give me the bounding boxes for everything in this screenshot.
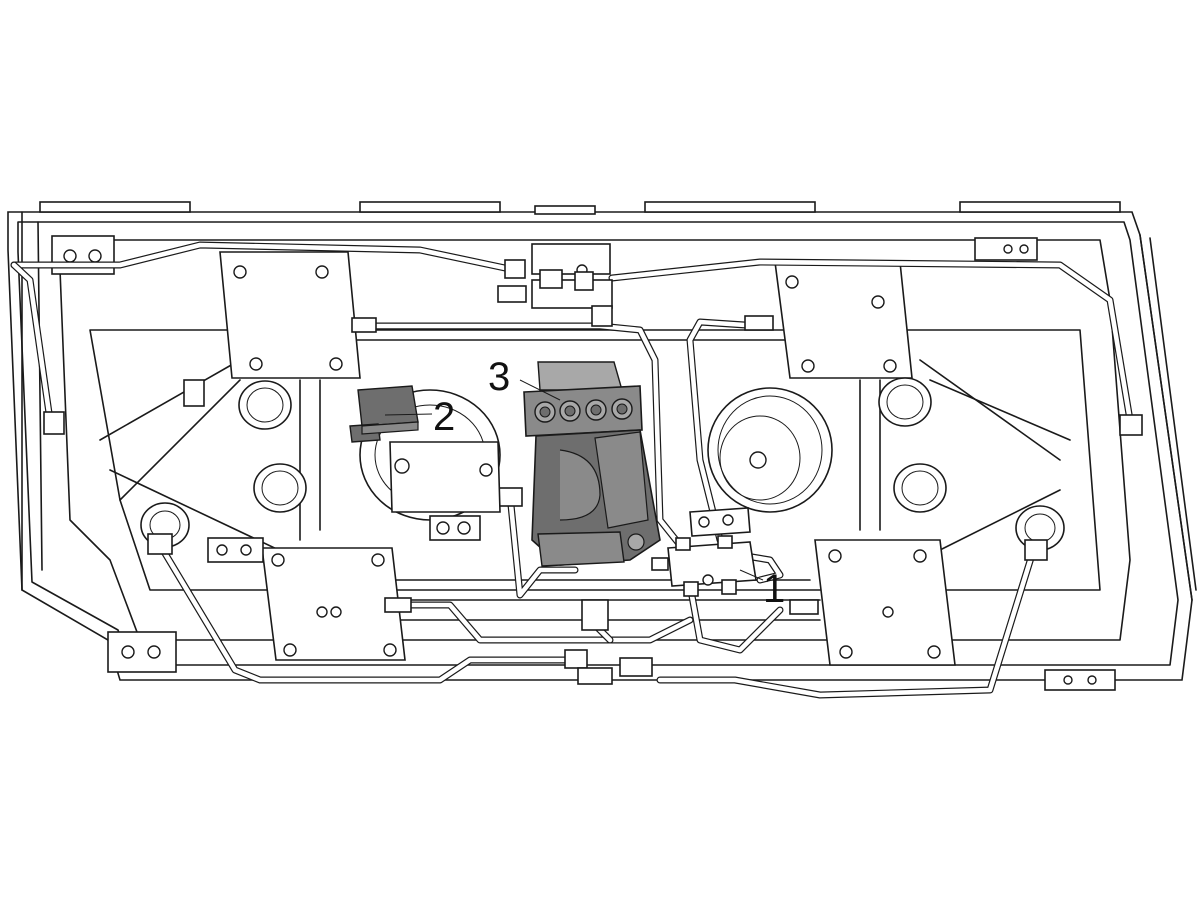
mounting-plates bbox=[51, 235, 1116, 691]
component-2 bbox=[349, 385, 419, 443]
leader-lines bbox=[384, 379, 764, 581]
component-1 bbox=[651, 507, 757, 597]
top-valve-block bbox=[497, 243, 613, 327]
fittings bbox=[43, 315, 1143, 685]
bracket-left bbox=[389, 441, 501, 541]
callout-3: 3 bbox=[488, 355, 510, 399]
callout-1: 1 bbox=[763, 567, 785, 611]
callout-2: 2 bbox=[433, 395, 455, 439]
brake-piping bbox=[10, 241, 1134, 699]
component-3 bbox=[523, 361, 661, 567]
